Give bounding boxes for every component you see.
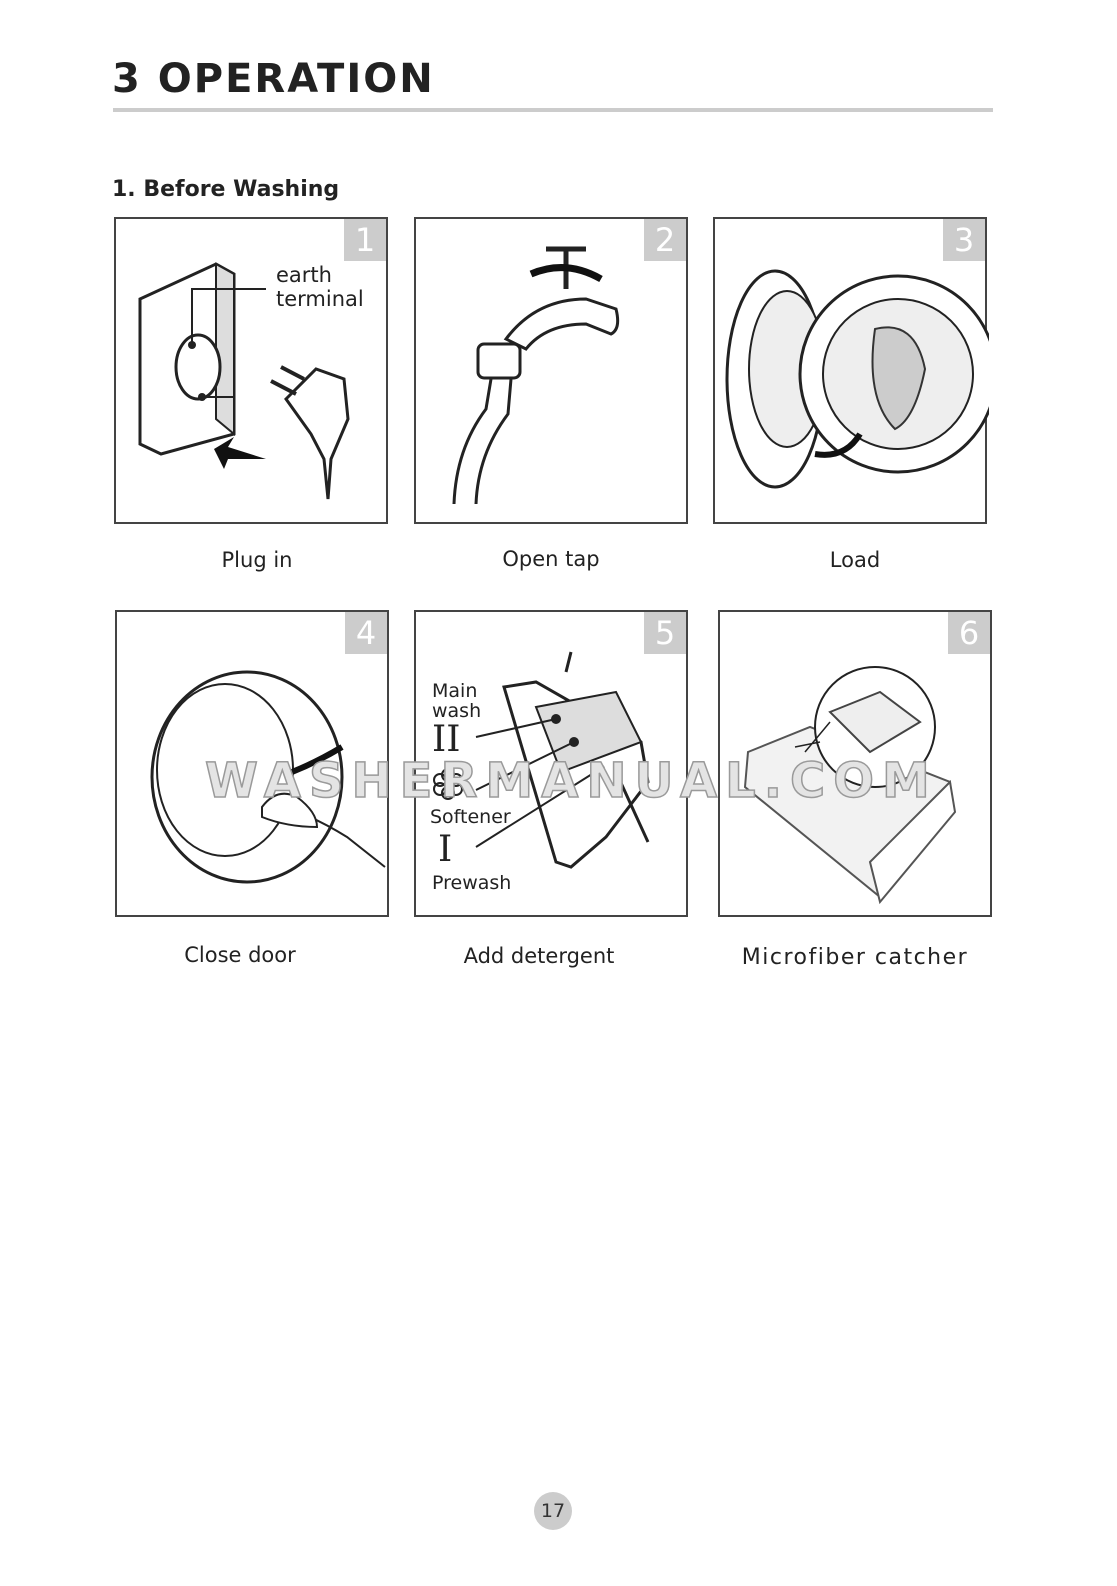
prewash-compartment-symbol: I — [438, 829, 453, 870]
step-5-caption: Add detergent — [463, 944, 615, 968]
microfiber-catcher-illustration — [743, 666, 957, 905]
detergent-drawer-illustration — [433, 651, 650, 869]
step-number: 5 — [644, 612, 686, 654]
step-number: 2 — [644, 219, 686, 261]
tap-hose-illustration — [452, 246, 620, 505]
main-wash-compartment-symbol: II — [432, 719, 461, 760]
softener-label: Softener — [430, 806, 511, 828]
section-title: 1. Before Washing — [112, 177, 340, 202]
step-2-caption: Open tap — [502, 547, 600, 571]
step-4-close-door-illustration: 4 — [115, 610, 389, 917]
step-3-caption: Load — [829, 548, 881, 572]
drum-loading-illustration — [725, 269, 989, 489]
step-3-load-illustration: 3 — [713, 217, 989, 524]
step-1-caption: Plug in — [221, 548, 293, 572]
step-number: 4 — [345, 612, 387, 654]
step-6-microfiber-catcher-illustration: 6 — [718, 610, 992, 917]
page-number: 17 — [534, 1492, 572, 1530]
step-2-open-tap-illustration: 2 — [414, 217, 688, 524]
title-divider — [113, 108, 993, 112]
step-4-caption: Close door — [184, 943, 296, 967]
socket-plug-illustration — [138, 262, 350, 500]
watermark: WASHERMANUAL.COM — [204, 753, 938, 809]
closing-door-illustration — [150, 670, 386, 884]
step-5-add-detergent-illustration: 5 Main wash II Softener I Prewash — [414, 610, 688, 917]
step-number: 3 — [943, 219, 985, 261]
terminal-label: terminal — [276, 287, 364, 311]
earth-label: earth — [276, 263, 332, 287]
main-label: Main — [432, 680, 478, 702]
step-6-caption: Microfiber catcher — [741, 945, 969, 970]
step-1-plug-in-illustration: 1 earth terminal — [114, 217, 388, 524]
step-number: 1 — [344, 219, 386, 261]
wash-label: wash — [432, 700, 482, 722]
chapter-title: 3 OPERATION — [112, 56, 435, 102]
step-number: 6 — [948, 612, 990, 654]
prewash-label: Prewash — [432, 872, 512, 894]
